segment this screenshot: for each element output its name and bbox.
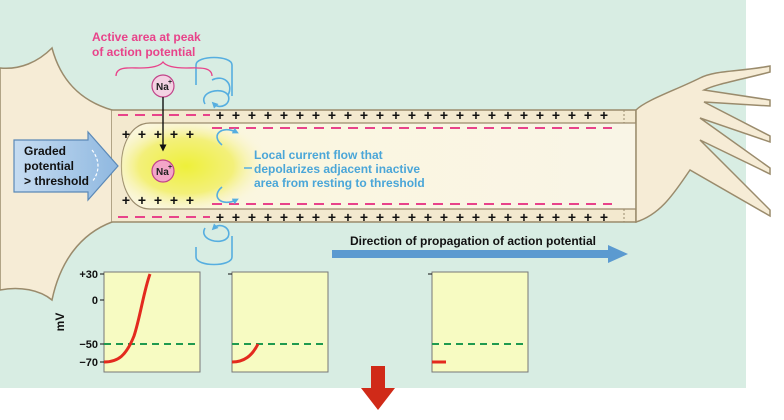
- svg-text:Na: Na: [156, 82, 169, 93]
- plus-sign: +: [360, 209, 368, 225]
- plus-sign: +: [312, 107, 320, 123]
- current-loop-icon: [195, 56, 239, 266]
- plus-sign: +: [216, 209, 224, 225]
- y-tick-label: −50: [79, 339, 98, 351]
- plus-sign: +: [584, 107, 592, 123]
- positive-charges: + + + + + + + + + + + + + + + + + + + + + + + + + + + + + + + + + + + + + + + +…: [122, 107, 608, 225]
- plus-sign: +: [536, 107, 544, 123]
- plus-sign: +: [600, 107, 608, 123]
- plus-sign: +: [296, 209, 304, 225]
- plus-sign: +: [424, 107, 432, 123]
- local-current-label-3: area from resting to threshold: [254, 176, 425, 190]
- plus-sign: +: [552, 107, 560, 123]
- y-tick-label: 0: [92, 295, 98, 307]
- plus-sign: +: [232, 107, 240, 123]
- plus-sign: +: [440, 209, 448, 225]
- plus-sign: +: [328, 107, 336, 123]
- axon-terminal: [635, 65, 771, 224]
- plus-sign: +: [376, 209, 384, 225]
- plus-sign: +: [600, 209, 608, 225]
- membrane-potential-graph-3: [431, 271, 529, 373]
- plus-sign: +: [536, 209, 544, 225]
- plus-sign: +: [392, 107, 400, 123]
- plus-sign: +: [472, 107, 480, 123]
- plus-sign: +: [328, 209, 336, 225]
- plus-sign: +: [408, 209, 416, 225]
- plus-sign: +: [122, 192, 130, 208]
- sodium-ion-icon: Na +: [151, 74, 175, 98]
- plus-sign: +: [568, 107, 576, 123]
- plus-sign: +: [296, 107, 304, 123]
- plus-sign: +: [138, 126, 146, 142]
- svg-text:+: +: [168, 79, 172, 86]
- plus-sign: +: [408, 107, 416, 123]
- down-arrow-icon: [361, 366, 395, 410]
- plus-sign: +: [424, 209, 432, 225]
- plus-sign: +: [488, 107, 496, 123]
- plus-sign: +: [520, 107, 528, 123]
- membrane-potential-graph-2: [231, 271, 329, 373]
- plus-sign: +: [504, 107, 512, 123]
- plus-sign: +: [216, 107, 224, 123]
- plus-sign: +: [170, 192, 178, 208]
- plus-sign: +: [456, 107, 464, 123]
- svg-text:Na: Na: [156, 167, 169, 178]
- plus-sign: +: [154, 126, 162, 142]
- plus-sign: +: [440, 107, 448, 123]
- depolarization-trace: [231, 343, 260, 364]
- graded-potential-arrow-icon: [13, 130, 119, 202]
- action-potential-trace: [103, 273, 152, 364]
- plus-sign: +: [552, 209, 560, 225]
- local-current-label-2: depolarizes adjacent inactive: [254, 162, 420, 176]
- plus-sign: +: [344, 209, 352, 225]
- plus-sign: +: [280, 209, 288, 225]
- plus-sign: +: [248, 209, 256, 225]
- y-axis-label: mV: [53, 313, 67, 332]
- plus-sign: +: [472, 209, 480, 225]
- plus-sign: +: [568, 209, 576, 225]
- graded-label-2: potential: [24, 159, 74, 173]
- sodium-ion-icon: Na +: [151, 159, 175, 183]
- plus-sign: +: [264, 107, 272, 123]
- plus-sign: +: [584, 209, 592, 225]
- propagation-arrow-icon: [332, 245, 628, 263]
- direction-label: Direction of propagation of action poten…: [350, 234, 596, 248]
- svg-text:+: +: [168, 164, 172, 171]
- graded-label-1: Graded: [24, 144, 66, 158]
- y-axis: +30 0 −50 −70 mV: [53, 269, 432, 369]
- active-area-label: Active area at peak: [92, 30, 201, 44]
- plus-sign: +: [360, 107, 368, 123]
- plus-sign: +: [504, 209, 512, 225]
- graded-label-3: > threshold: [24, 174, 89, 188]
- active-area-label-2: of action potential: [92, 45, 195, 59]
- plus-sign: +: [170, 126, 178, 142]
- plus-sign: +: [456, 209, 464, 225]
- plus-sign: +: [138, 192, 146, 208]
- plus-sign: +: [280, 107, 288, 123]
- plus-sign: +: [264, 209, 272, 225]
- plus-sign: +: [520, 209, 528, 225]
- plus-sign: +: [154, 192, 162, 208]
- plus-sign: +: [122, 126, 130, 142]
- active-zone: [121, 124, 265, 208]
- plus-sign: +: [186, 192, 194, 208]
- plus-sign: +: [232, 209, 240, 225]
- plus-sign: +: [488, 209, 496, 225]
- membrane-potential-graph-1: [103, 271, 201, 373]
- active-area-bracket: [115, 60, 213, 77]
- y-tick-label: −70: [79, 357, 98, 369]
- plus-sign: +: [392, 209, 400, 225]
- plus-sign: +: [248, 107, 256, 123]
- plus-sign: +: [186, 126, 194, 142]
- local-current-label-1: Local current flow that: [254, 148, 383, 162]
- plus-sign: +: [344, 107, 352, 123]
- plus-sign: +: [312, 209, 320, 225]
- y-tick-label: +30: [79, 269, 98, 281]
- plus-sign: +: [376, 107, 384, 123]
